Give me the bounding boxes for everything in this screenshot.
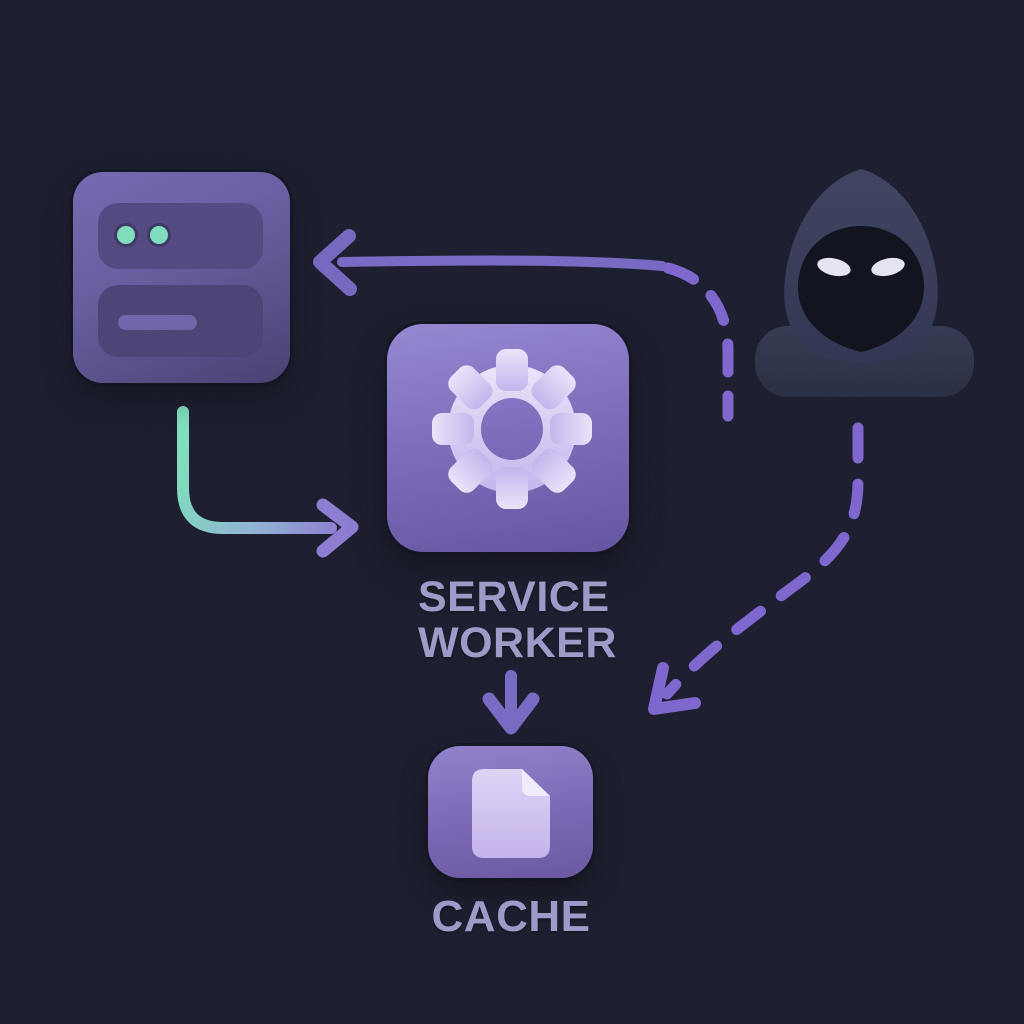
arrow-down-icon: [482, 692, 540, 735]
attacker-to-server-dashed-arrow: [662, 262, 734, 422]
service-worker-label-line2: WORKER: [418, 619, 617, 667]
document-icon: [472, 769, 550, 858]
hacker-shoulders: [755, 326, 974, 397]
arrow-right-icon: [316, 498, 359, 558]
server-panel-bottom: [98, 285, 263, 357]
server-led-icon: [117, 226, 135, 244]
request-arrow-shaft: [337, 255, 667, 271]
server-led-icon: [150, 226, 168, 244]
hacker-eye-right: [871, 257, 905, 277]
cache-label: CACHE: [431, 892, 591, 941]
document-fold: [522, 769, 550, 796]
hacker-face: [798, 226, 924, 352]
document-page: [472, 769, 550, 858]
hacker-icon: [755, 169, 974, 397]
arrow-left-icon: [313, 229, 357, 296]
arrow-down-left-icon: [648, 662, 701, 715]
server-icon: [73, 172, 290, 383]
hacker-hood: [784, 169, 938, 363]
server-slot-bar: [118, 315, 197, 330]
cache-node: [428, 746, 593, 878]
service-worker-node: [387, 324, 629, 552]
attacker-to-cache-dashed-arrow: [661, 422, 864, 700]
server-to-sw-arrow-shaft: [177, 406, 337, 534]
service-worker-label-line1: SERVICE: [418, 573, 610, 621]
server-panel-top: [98, 203, 263, 269]
hacker-eye-left: [817, 257, 851, 277]
gear-icon: [432, 349, 592, 509]
service-worker-label: SERVICE WORKER: [418, 574, 617, 666]
